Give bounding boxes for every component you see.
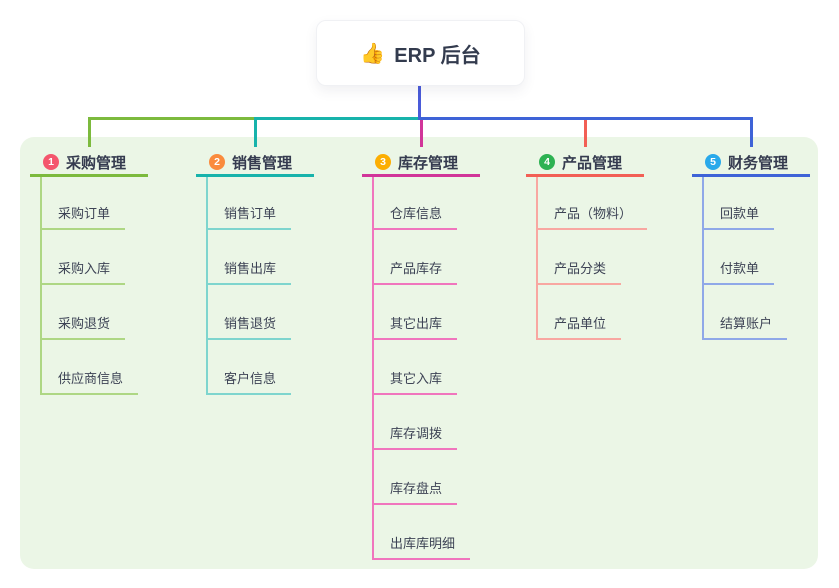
child-node[interactable]: 客户信息 [206,366,291,395]
child-node[interactable]: 销售订单 [206,201,291,230]
branch-elbow-horizontal [417,117,753,120]
branch-elbow-drop [419,117,423,147]
branch-node-label: 采购管理 [66,154,127,172]
child-node[interactable]: 采购订单 [40,201,125,230]
branch-number-badge: 2 [209,154,225,170]
child-node[interactable]: 采购退货 [40,311,125,340]
branch-node-label: 财务管理 [728,154,789,172]
child-node[interactable]: 产品单位 [536,311,621,340]
children-trunk-line [40,177,42,395]
child-node[interactable]: 付款单 [702,256,774,285]
child-node[interactable]: 回款单 [702,201,774,230]
child-node[interactable]: 销售出库 [206,256,291,285]
branch-number-badge: 3 [375,154,391,170]
branch-number-badge: 5 [705,154,721,170]
root-node[interactable]: 👍 ERP 后台 [316,20,525,86]
branch-elbow-horizontal [253,117,421,120]
children-trunk-line [372,177,374,560]
child-node[interactable]: 库存盘点 [372,476,457,505]
branch-node-label: 产品管理 [562,154,623,172]
branch-node[interactable]: 2 销售管理 [196,150,314,177]
branch-node-label: 库存管理 [398,154,459,172]
child-node[interactable]: 库存调拨 [372,421,457,450]
branch-elbow-drop [583,117,587,147]
branch-elbow-drop [253,117,257,147]
branch-node[interactable]: 4 产品管理 [526,150,644,177]
branch-elbow-drop [87,117,91,147]
child-node[interactable]: 其它入库 [372,366,457,395]
branch-elbow-drop [749,117,753,147]
child-node[interactable]: 其它出库 [372,311,457,340]
thumbs-up-icon: 👍 [360,42,386,65]
child-node[interactable]: 产品分类 [536,256,621,285]
branch-node[interactable]: 5 财务管理 [692,150,810,177]
branch-node-label: 销售管理 [232,154,293,172]
child-node[interactable]: 出库库明细 [372,531,470,560]
child-node[interactable]: 产品（物料） [536,201,647,230]
child-node[interactable]: 销售退货 [206,311,291,340]
children-trunk-line [536,177,538,340]
child-node[interactable]: 采购入库 [40,256,125,285]
branch-number-badge: 4 [539,154,555,170]
children-trunk-line [702,177,704,340]
branch-node[interactable]: 3 库存管理 [362,150,480,177]
children-trunk-line [206,177,208,395]
root-node-label: ERP 后台 [394,44,481,67]
child-node[interactable]: 产品库存 [372,256,457,285]
branch-number-badge: 1 [43,154,59,170]
branches-panel [20,137,818,569]
child-node[interactable]: 仓库信息 [372,201,457,230]
child-node[interactable]: 供应商信息 [40,366,138,395]
child-node[interactable]: 结算账户 [702,311,787,340]
root-connector-line [417,84,421,120]
branch-node[interactable]: 1 采购管理 [30,150,148,177]
